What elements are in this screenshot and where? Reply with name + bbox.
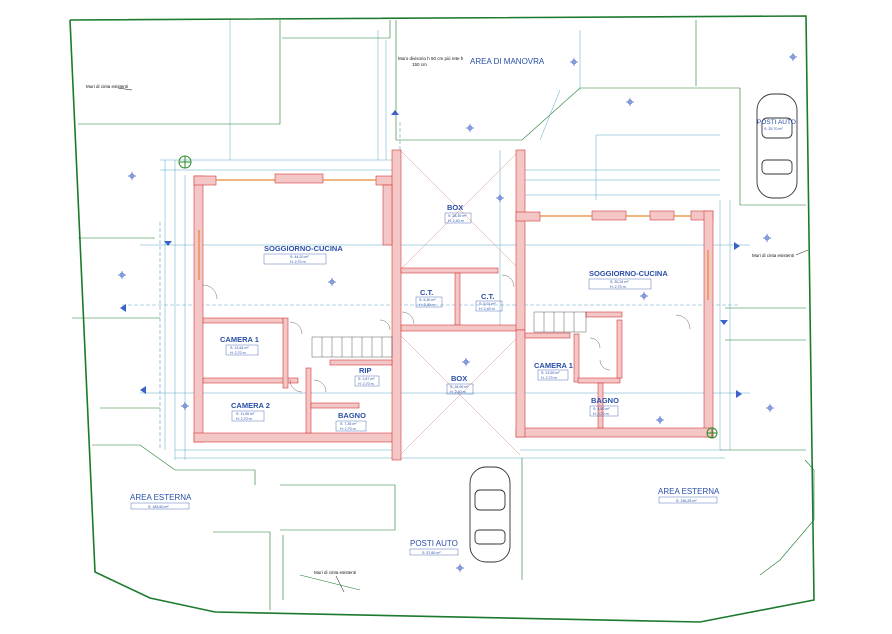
room-sub: S: 28,39 m²	[448, 214, 467, 218]
compass-icon	[706, 427, 718, 439]
area-tag-box	[130, 502, 190, 510]
room-sub: H: 2,70 m	[290, 260, 306, 264]
posti-auto-label: POSTI AUTO	[410, 539, 458, 548]
room-sub: H: 2,70 m	[230, 351, 246, 355]
posto-auto-label: POSTI AUTO	[757, 119, 796, 126]
room-label-camera1-right: CAMERA 1	[534, 361, 573, 370]
area-tag-box	[658, 496, 718, 504]
room-sub: H: 2,40 m	[450, 390, 466, 394]
note-leaders	[117, 87, 809, 593]
room-label-camera2-left: CAMERA 2	[231, 401, 270, 410]
car-icon	[469, 466, 511, 563]
room-sub: S: 7,35 m²	[340, 422, 357, 426]
room-label-bagno-right: BAGNO	[591, 396, 619, 405]
room-sub: H: 2,40 m	[448, 219, 464, 223]
room-tag-box	[475, 300, 503, 312]
posto-auto-sub: S: 25,70 m²	[764, 127, 783, 131]
room-sub: H: 2,70 m	[593, 412, 609, 416]
room-sub: H: 2,70 m	[340, 427, 356, 431]
room-sub: H: 2,70 m	[610, 285, 626, 289]
section-marker-icon	[120, 110, 742, 398]
room-tag-box	[589, 405, 619, 417]
room-tag-box	[588, 278, 652, 290]
room-sub: H: 2,40 m	[419, 303, 435, 307]
room-sub: H: 2,40 m	[479, 307, 495, 311]
room-tag-box	[444, 212, 472, 224]
wall-note-right: Muri di cinta esistenti	[752, 253, 794, 258]
windows	[198, 179, 709, 300]
wall-note-bottom: Muri di cinta esistenti	[314, 570, 356, 575]
gate-note-line2: 150 cm	[412, 62, 427, 67]
elevation-point-icons	[118, 53, 797, 572]
walls	[193, 149, 714, 461]
stairs	[311, 311, 587, 358]
room-sub: H: 2,70 m	[358, 382, 374, 386]
room-tag-box	[335, 420, 367, 432]
area-sub: S: 136,25 m²	[676, 499, 697, 503]
room-label-camera1-left: CAMERA 1	[220, 335, 259, 344]
room-sub: S: 13,50 m²	[541, 371, 560, 375]
room-label-soggiorno-left: SOGGIORNO-CUCINA	[264, 244, 343, 253]
room-tag-box	[537, 369, 569, 381]
room-sub: S: 5,30 m²	[419, 298, 436, 302]
room-label-rip: RIP	[359, 366, 372, 375]
room-label-ct-right: C.T.	[481, 292, 494, 301]
area-esterna-right-label: AREA ESTERNA	[658, 487, 720, 496]
compass-icon	[178, 155, 192, 169]
room-sub: S: 5,01 m²	[479, 302, 496, 306]
car-icon	[756, 93, 798, 199]
room-sub: S: 30,24 m²	[610, 280, 629, 284]
room-label-box-top: BOX	[447, 203, 463, 212]
dimension-lines	[140, 20, 750, 460]
room-tag-box	[415, 296, 443, 308]
area-esterna-left-label: AREA ESTERNA	[130, 493, 192, 502]
room-sub: H: 2,70 m	[541, 376, 557, 380]
area-sub: S: 183,60 m²	[148, 505, 169, 509]
door-swings	[202, 274, 691, 393]
room-tag-box	[446, 383, 474, 395]
room-label-bagno-left: BAGNO	[338, 411, 366, 420]
area-sub: S: 57,60 m²	[422, 551, 441, 555]
room-tag-box	[225, 344, 259, 356]
room-label-soggiorno-right: SOGGIORNO-CUCINA	[589, 269, 668, 278]
room-tag-box	[354, 375, 380, 387]
garage-hatch	[399, 149, 521, 456]
room-sub: S: 28,90 m²	[450, 385, 469, 389]
room-sub: S: 4,50 m²	[593, 407, 610, 411]
room-tag-box	[231, 410, 265, 422]
room-sub: S: 2,87 m²	[358, 377, 375, 381]
room-sub: S: 13,54 m²	[230, 346, 249, 350]
room-label-ct-left: C.T.	[420, 288, 433, 297]
room-label-box-bottom: BOX	[451, 374, 467, 383]
room-sub: S: 44,20 m²	[290, 255, 309, 259]
gate-note-line1: Muro divisorio h 50 cm più rete h	[398, 56, 464, 61]
room-sub: H: 2,70 m	[236, 417, 252, 421]
room-tag-box	[263, 253, 327, 265]
property-boundary	[69, 15, 815, 623]
room-sub: S: 11,96 m²	[236, 412, 255, 416]
site-lines	[72, 20, 815, 610]
area-tag-box	[409, 548, 459, 556]
wall-note-top: Muri di cinta esistenti	[86, 84, 128, 89]
area-manovra-label: AREA DI MANOVRA	[470, 57, 545, 66]
